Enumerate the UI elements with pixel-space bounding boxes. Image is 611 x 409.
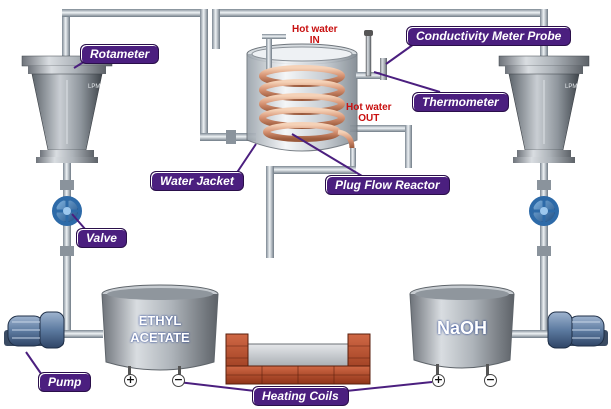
terminal-right-minus: − xyxy=(484,373,497,387)
terminal-right-plus: + xyxy=(432,373,445,387)
rotameter-left xyxy=(21,55,113,163)
hot-water-in-line1: Hot water xyxy=(292,24,338,35)
label-water-jacket: Water Jacket xyxy=(150,171,244,191)
hot-water-in-line2: IN xyxy=(309,35,320,46)
label-conductivity-probe: Conductivity Meter Probe xyxy=(406,26,572,46)
label-rotameter: Rotameter xyxy=(80,44,160,64)
conductivity-probe xyxy=(364,30,373,77)
pump-right xyxy=(547,311,608,349)
hot-water-out-line2: OUT xyxy=(358,113,380,124)
label-pump: Pump xyxy=(38,372,92,392)
tank-right-text: NaOH xyxy=(436,318,487,338)
thermometer-fitting xyxy=(356,58,387,80)
pump-left xyxy=(4,311,65,349)
valve-left[interactable] xyxy=(52,196,82,226)
label-heating-coils: Heating Coils xyxy=(252,386,349,406)
terminal-left-minus: − xyxy=(172,373,185,387)
terminal-left-plus: + xyxy=(124,373,137,387)
tank-left-line2: ACETATE xyxy=(130,330,190,345)
tank-left-line1: ETHYL xyxy=(138,313,182,328)
rotameter-right xyxy=(498,55,590,163)
tank-left-text: ETHYL ACETATE xyxy=(112,312,208,346)
rotameter-right-scale: LPM xyxy=(565,84,577,90)
hot-water-out-line1: Hot water xyxy=(346,102,392,113)
label-valve: Valve xyxy=(76,228,127,248)
rotameter-left-scale: LPM xyxy=(88,84,100,90)
tank-ethyl-acetate xyxy=(101,284,219,378)
label-thermometer: Thermometer xyxy=(412,92,509,112)
hot-water-in-label: Hot water IN xyxy=(292,24,338,46)
tank-naoh xyxy=(409,284,515,376)
hot-water-out-label: Hot water OUT xyxy=(346,102,392,124)
valve-right[interactable] xyxy=(529,196,559,226)
heating-coils-bed xyxy=(225,333,371,385)
label-plug-flow-reactor: Plug Flow Reactor xyxy=(325,175,450,195)
